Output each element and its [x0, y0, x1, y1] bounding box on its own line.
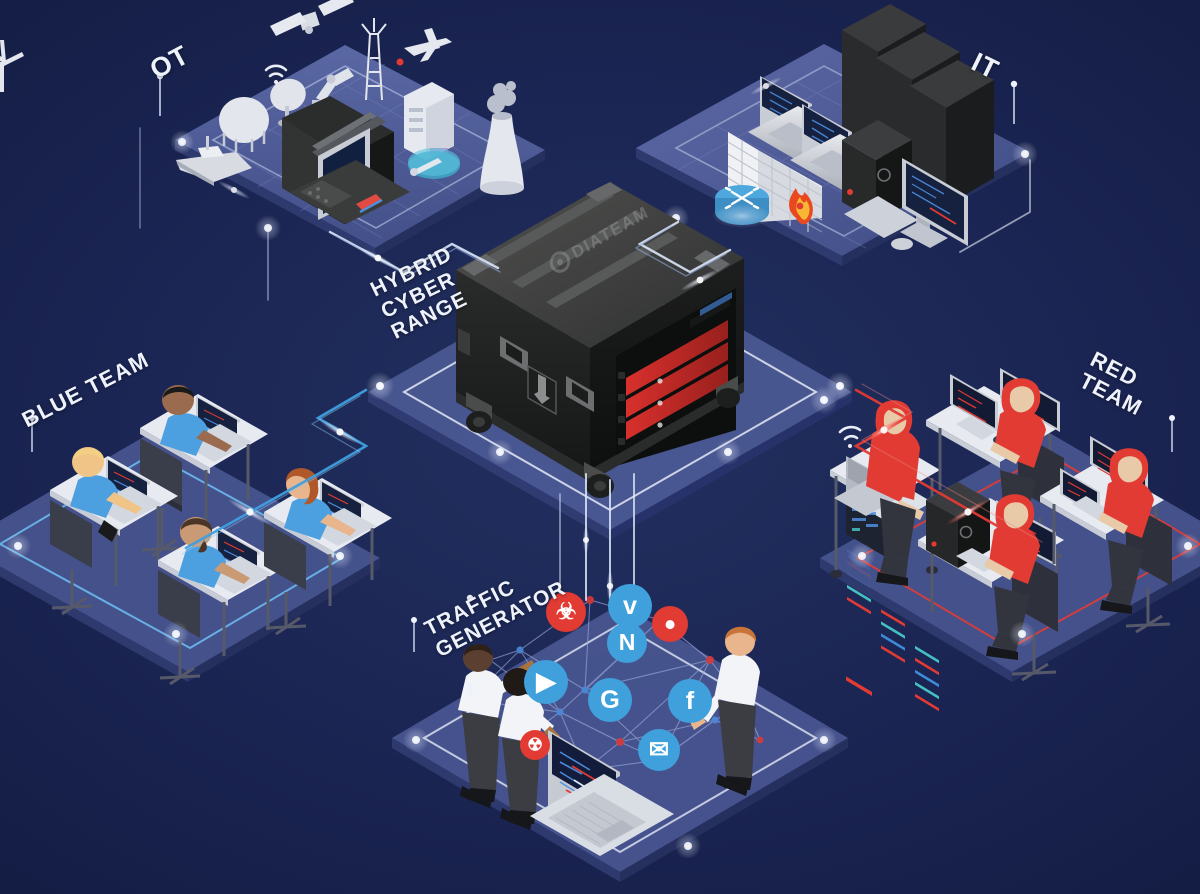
server-rack: [910, 60, 994, 712]
naval-ship-icon: [176, 136, 252, 186]
analyst-workstation: [50, 447, 178, 616]
shipping-arrow-icon: [527, 364, 557, 416]
svg-text:☣: ☣: [556, 598, 577, 624]
cable-light-pulses: [218, 77, 991, 704]
core-platform-edge-right: [610, 392, 852, 540]
radar-scanner-icon: [408, 148, 460, 179]
svg-text:G: G: [600, 686, 620, 714]
mouse-icon: [891, 238, 913, 250]
traffic-generator-pin: [411, 617, 417, 652]
facebook-icon[interactable]: f: [668, 679, 712, 723]
satellite-icon: [270, 0, 354, 36]
bug-icon[interactable]: ☣: [546, 592, 586, 632]
netflix-icon[interactable]: N: [607, 623, 647, 663]
traffic-generator-zone[interactable]: [392, 596, 848, 882]
router-icon: [712, 185, 772, 228]
caster-wheel: [716, 376, 740, 408]
storage-tank-icon: [219, 97, 269, 152]
keyboard-icon: [844, 196, 918, 238]
it-pin: [1010, 80, 1018, 124]
hacker-workstation: [1040, 436, 1172, 634]
wifi-signal-icon: [264, 64, 288, 84]
cooling-tower-icon: [480, 81, 524, 195]
it-zone[interactable]: [636, 4, 1038, 712]
svg-text:▶: ▶: [535, 668, 557, 696]
youtube-icon[interactable]: ▶: [524, 660, 568, 704]
server-rack-group: [842, 4, 994, 712]
blue-team-pin: [29, 415, 35, 452]
twitter-icon[interactable]: ᴠ: [608, 584, 652, 628]
hacker-workstation: [918, 482, 1064, 682]
ot-pin: [156, 72, 164, 116]
analyst-workstation: [140, 385, 268, 558]
case-server-modules: [616, 288, 736, 466]
email-icon[interactable]: ✉: [638, 729, 680, 771]
svg-text:●: ●: [664, 612, 677, 635]
red-team-zone[interactable]: [810, 368, 1200, 894]
svg-text:f: f: [686, 687, 695, 715]
hybrid-cyber-range-zone[interactable]: DIATEAM: [366, 182, 854, 540]
connection-links: [139, 127, 1043, 615]
link-node-red: [396, 58, 404, 66]
link-core-blue: [184, 388, 369, 550]
virus-icon[interactable]: ☢: [520, 730, 550, 760]
pc-tower-icon: [926, 482, 990, 568]
link-it-core: [637, 220, 732, 274]
svg-text:ᴠ: ᴠ: [623, 592, 637, 620]
laptop-icon: [530, 730, 674, 856]
svg-text:N: N: [619, 629, 636, 655]
airplane-icon: [404, 28, 452, 62]
flame-icon[interactable]: ●: [652, 606, 688, 642]
wind-turbine-icon: [0, 40, 24, 92]
desktop-monitor-icon: [900, 158, 968, 248]
ot-zone[interactable]: [0, 0, 545, 258]
rugged-case-terminal-icon: [282, 96, 410, 224]
analyst-workstation: [264, 468, 392, 636]
core-platform-edge: [368, 392, 610, 540]
svg-text:✉: ✉: [649, 737, 669, 764]
link-node-red: [796, 202, 804, 210]
cell-tower-icon: [361, 18, 387, 101]
caster-wheel: [466, 392, 492, 433]
google-icon[interactable]: G: [588, 678, 632, 722]
red-team-pin: [1169, 415, 1175, 452]
blue-team-zone[interactable]: [0, 385, 392, 686]
case-edge-trim: [458, 328, 470, 356]
case-latch: [566, 376, 594, 412]
case-latch: [500, 336, 528, 372]
flight-case[interactable]: DIATEAM: [456, 182, 744, 498]
caster-wheel: [584, 462, 614, 498]
svg-text:☢: ☢: [527, 734, 543, 754]
wifi-signal-icon: [838, 425, 862, 448]
link-core-red: [853, 388, 1038, 550]
